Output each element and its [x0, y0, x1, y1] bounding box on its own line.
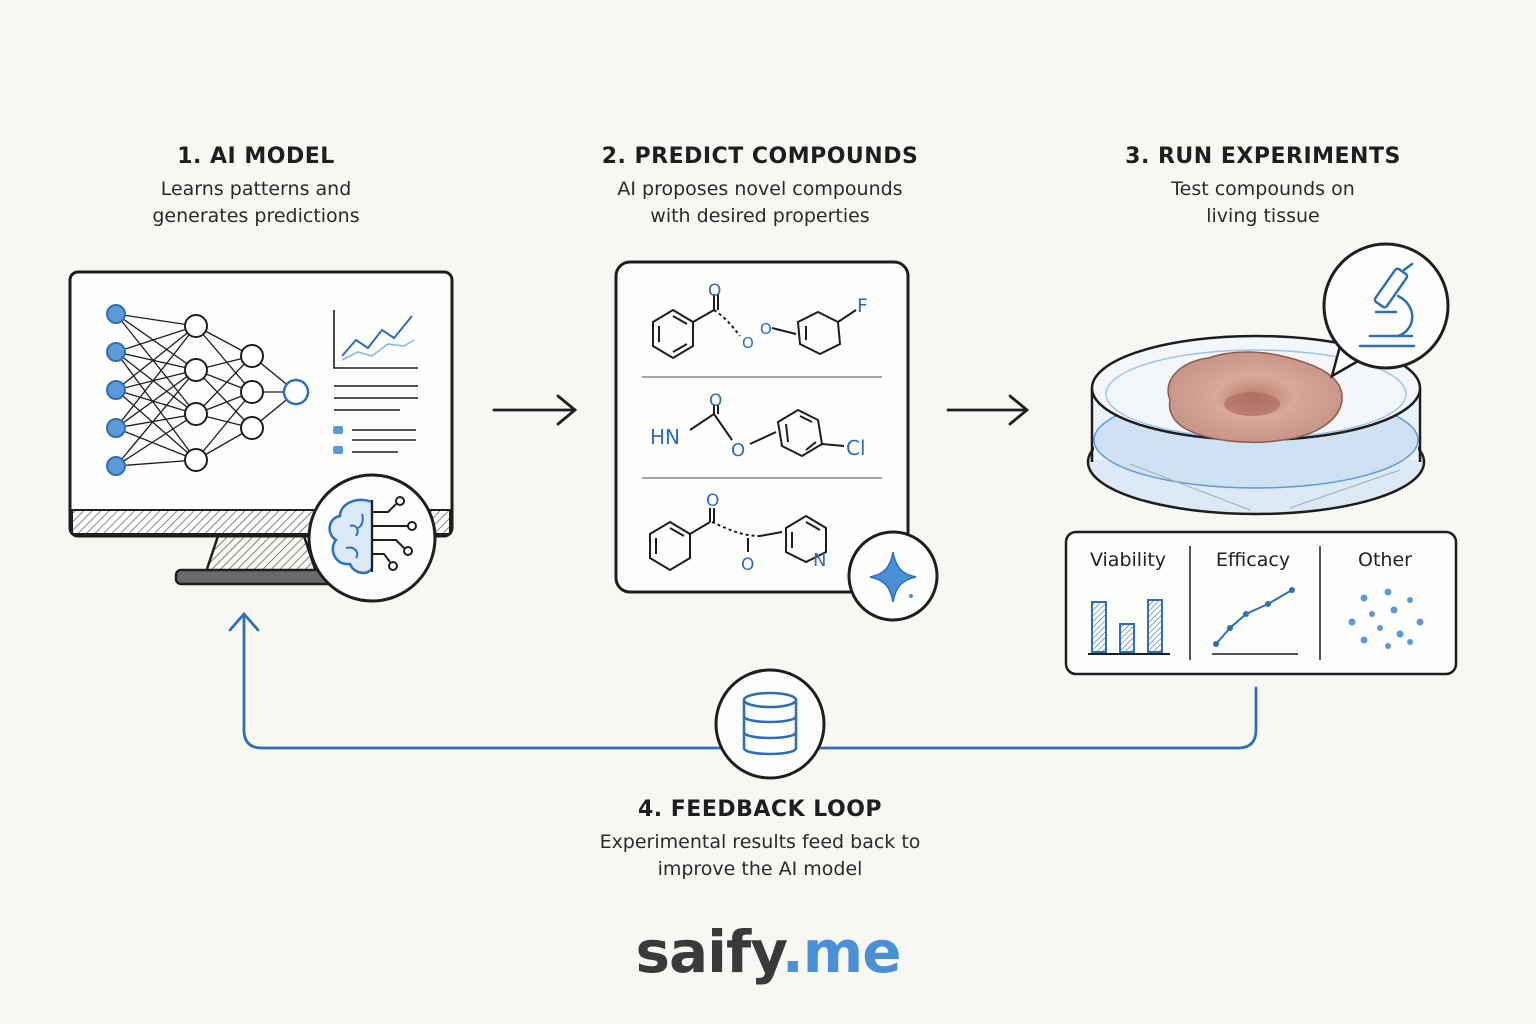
results-panel: Viability Efficacy Other: [1064, 530, 1458, 676]
monitor-neck: [204, 534, 318, 574]
monitor-illustration: [68, 270, 454, 603]
step-4-title: 4. FEEDBACK LOOP: [637, 797, 883, 822]
step-4-desc-line-1: Experimental results feed back to: [599, 831, 921, 853]
compound-1-atom-o: O: [760, 320, 772, 338]
compound-2-atom-o: O: [731, 440, 745, 461]
step-3-title: 3. RUN EXPERIMENTS: [1125, 144, 1401, 169]
screen-bullet: [333, 446, 343, 454]
screen-bullet: [333, 426, 343, 434]
step-3-desc-line-1: Test compounds on: [1171, 178, 1355, 200]
compound-1-atom-o: O: [708, 281, 721, 301]
step-2-description: AI proposes novel compounds with desired…: [560, 176, 960, 230]
step-4-description: Experimental results feed back to improv…: [540, 829, 980, 883]
brand-logo-part-2: .me: [781, 918, 902, 986]
step-2-desc-line-1: AI proposes novel compounds: [617, 178, 903, 200]
compound-1-structure: [652, 294, 857, 360]
step-3-description: Test compounds on living tissue: [1093, 176, 1433, 230]
compound-3-structure: [649, 508, 827, 572]
step-1-title: 1. AI MODEL: [177, 144, 335, 169]
results-panel-efficacy-label: Efficacy: [1216, 549, 1290, 571]
step-1-desc-line-2: generates predictions: [152, 205, 360, 227]
database-icon: [714, 668, 826, 780]
brand-logo-part-1: saify: [635, 918, 782, 986]
microscope-icon: [1322, 242, 1450, 379]
compound-3-atom-o: O: [706, 491, 719, 511]
screen-text-lines: [334, 385, 418, 453]
compound-1-atom-f: F: [857, 295, 868, 317]
compound-1-atom-o: O: [742, 334, 754, 352]
step-1-desc-line-1: Learns patterns and: [160, 178, 352, 200]
compounds-card: O O O F O HN O Cl: [614, 260, 939, 622]
sparkle-icon: [847, 530, 939, 622]
step-4-desc-line-2: improve the AI model: [657, 858, 863, 880]
compound-2-structure: [689, 404, 845, 458]
compound-3-atom-o: O: [741, 555, 754, 575]
compound-2-atom-hn: HN: [650, 425, 680, 449]
neural-net-edges: [115, 313, 297, 467]
step-2-title: 2. PREDICT COMPOUNDS: [601, 144, 919, 169]
step-1-description: Learns patterns and generates prediction…: [86, 176, 426, 230]
petri-dish-illustration: [1086, 242, 1450, 516]
results-panel-viability-label: Viability: [1090, 549, 1166, 571]
compound-2-atom-cl: Cl: [846, 436, 866, 460]
efficacy-line-chart-icon: [1212, 587, 1298, 655]
brand-logo: saify.me: [0, 918, 1536, 986]
compound-2-atom-o: O: [709, 391, 722, 411]
step-2-desc-line-2: with desired properties: [650, 205, 870, 227]
compound-3-atom-n: N: [813, 550, 826, 571]
brain-circuit-icon: [307, 473, 437, 603]
arrow-1-to-2: [492, 394, 578, 426]
results-panel-other-label: Other: [1358, 549, 1412, 571]
screen-mini-chart: [333, 310, 418, 369]
neural-net-nodes: [106, 304, 310, 476]
arrow-2-to-3: [946, 394, 1030, 426]
other-scatter-icon: [1348, 588, 1424, 649]
viability-bar-chart-icon: [1088, 599, 1170, 655]
step-3-desc-line-2: living tissue: [1206, 205, 1320, 227]
